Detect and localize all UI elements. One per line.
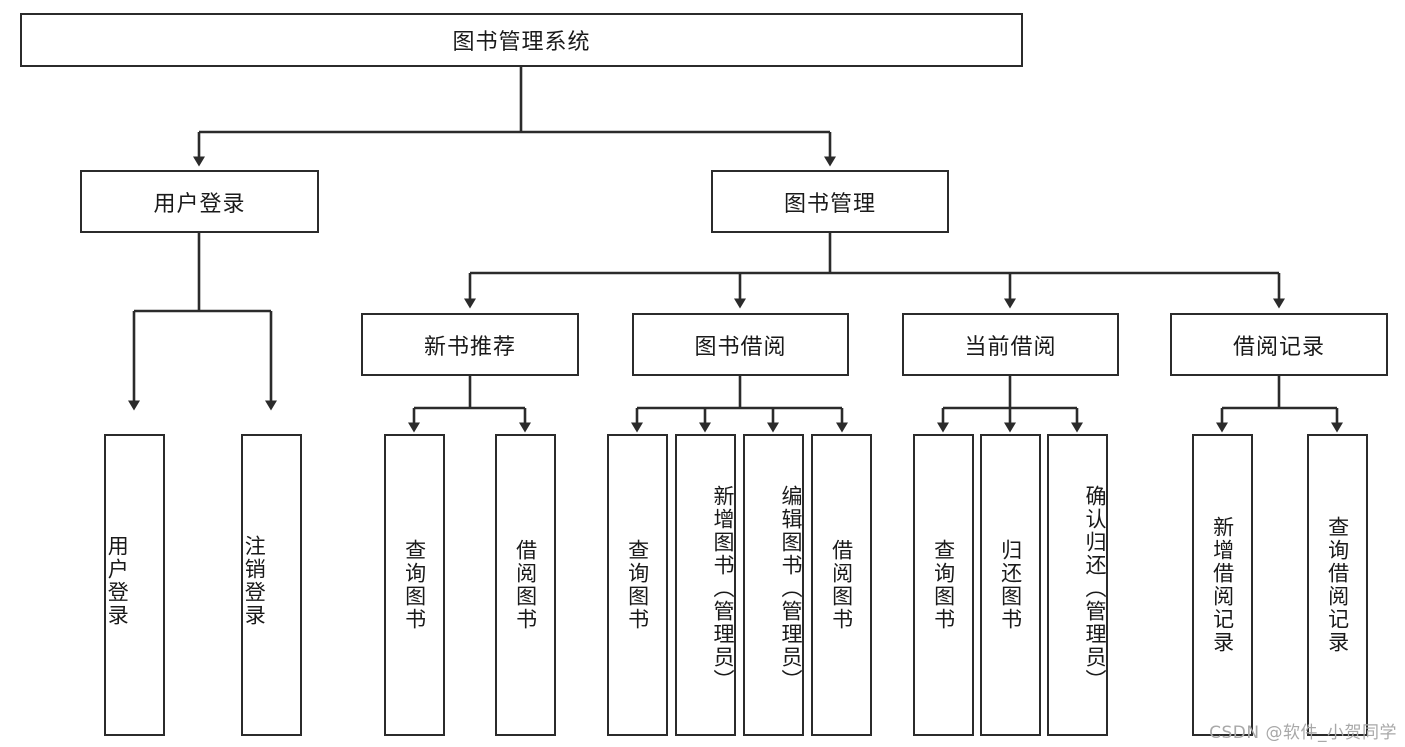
leaf-current-query-book[interactable]: 查询图书 <box>913 434 974 736</box>
node-book-management[interactable]: 图书管理 <box>711 170 949 233</box>
node-new-book-recommend[interactable]: 新书推荐 <box>361 313 579 376</box>
leaf-records-query[interactable]: 查询借阅记录 <box>1307 434 1368 736</box>
leaf-label: 新增图书（管理员） <box>711 484 735 692</box>
node-borrow-records[interactable]: 借阅记录 <box>1170 313 1388 376</box>
leaf-label: 借阅图书 <box>513 539 538 631</box>
leaf-label: 查询图书 <box>931 539 956 631</box>
leaf-label: 查询图书 <box>402 539 427 631</box>
leaf-label: 查询借阅记录 <box>1325 516 1350 654</box>
node-user-login[interactable]: 用户登录 <box>80 170 319 233</box>
leaf-new-book-borrow[interactable]: 借阅图书 <box>495 434 556 736</box>
leaf-label: 注销登录 <box>242 535 267 627</box>
leaf-current-confirm-return[interactable]: 确认归还（管理员） <box>1047 434 1108 736</box>
leaf-records-add[interactable]: 新增借阅记录 <box>1192 434 1253 736</box>
node-book-borrow[interactable]: 图书借阅 <box>632 313 849 376</box>
leaf-borrow-query-book[interactable]: 查询图书 <box>607 434 668 736</box>
leaf-label: 借阅图书 <box>829 539 854 631</box>
leaf-label: 确认归还（管理员） <box>1083 484 1107 692</box>
leaf-new-book-query[interactable]: 查询图书 <box>384 434 445 736</box>
leaf-user-login-signin[interactable]: 用户登录 <box>104 434 165 736</box>
leaf-label: 查询图书 <box>625 539 650 631</box>
leaf-borrow-add-book[interactable]: 新增图书（管理员） <box>675 434 736 736</box>
leaf-borrow-edit-book[interactable]: 编辑图书（管理员） <box>743 434 804 736</box>
node-current-borrow[interactable]: 当前借阅 <box>902 313 1119 376</box>
node-root[interactable]: 图书管理系统 <box>20 13 1023 67</box>
leaf-user-login-signout[interactable]: 注销登录 <box>241 434 302 736</box>
leaf-label: 归还图书 <box>998 539 1023 631</box>
leaf-label: 新增借阅记录 <box>1210 516 1235 654</box>
leaf-current-return-book[interactable]: 归还图书 <box>980 434 1041 736</box>
leaf-borrow-borrow-book[interactable]: 借阅图书 <box>811 434 872 736</box>
leaf-label: 编辑图书（管理员） <box>779 484 803 692</box>
leaf-label: 用户登录 <box>105 535 130 627</box>
